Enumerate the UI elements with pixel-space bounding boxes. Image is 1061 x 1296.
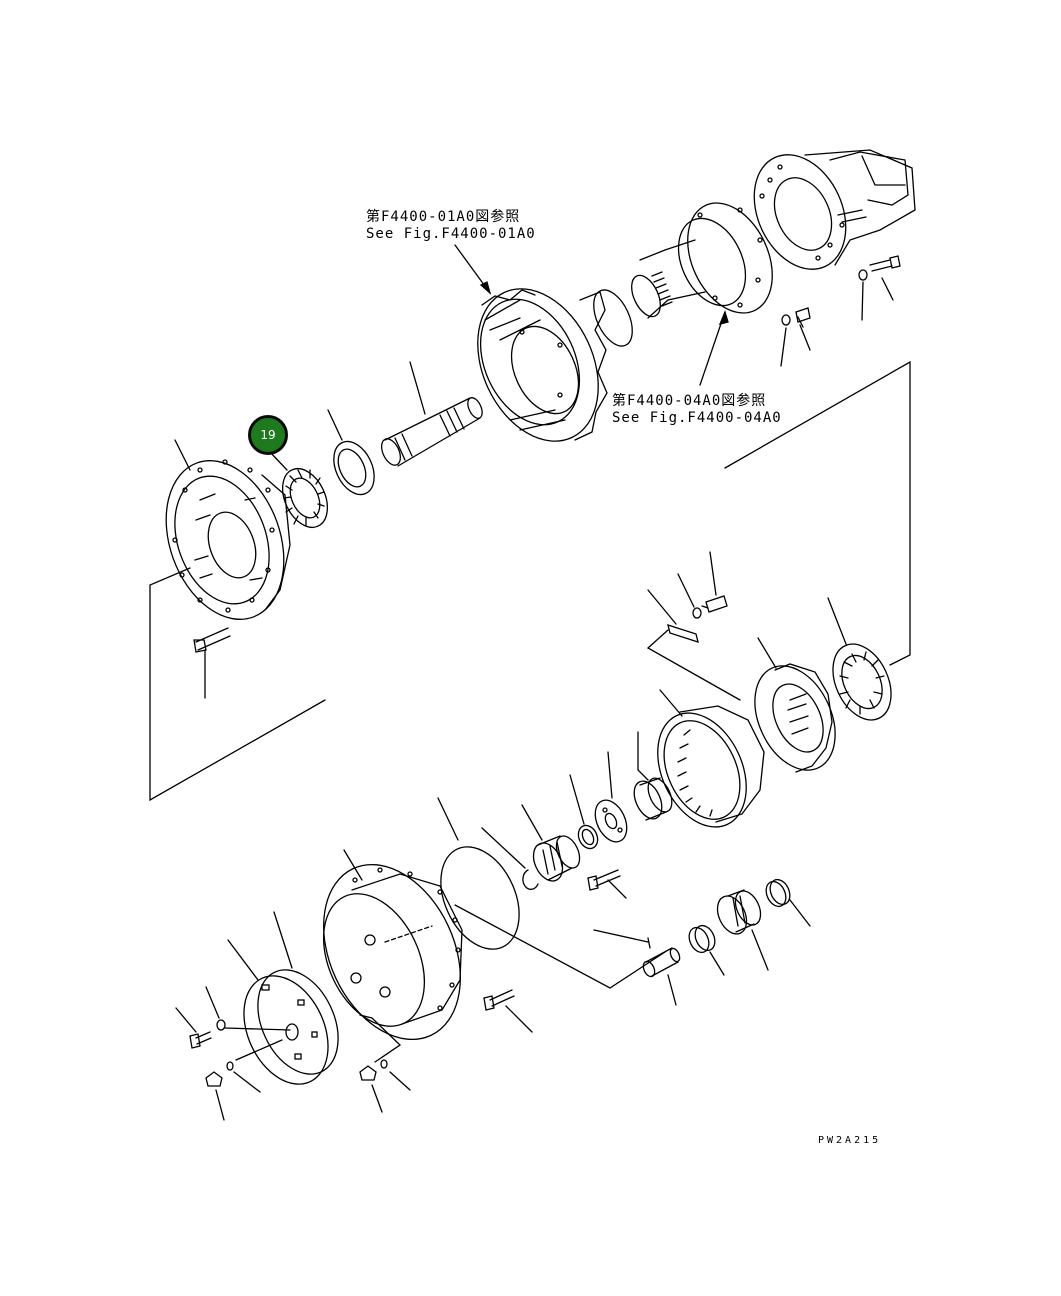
o-ring-lower-leader: [437, 797, 459, 841]
small-bolt-and-pin: [780, 307, 811, 367]
planet-pin: [593, 929, 681, 1006]
hub-stud-bolt: [193, 627, 231, 699]
reference-01a0-en: See Fig.F4400-01A0: [366, 226, 536, 242]
drive-shaft: [380, 361, 483, 467]
spindle-flange: [631, 202, 773, 319]
sun-gear-small: [633, 731, 673, 821]
thrust-bearing-lower: [765, 878, 811, 927]
reference-04a0: 第F4400-04A0図参照 See Fig.F4400-04A0: [612, 393, 782, 427]
frame-right: [724, 360, 911, 666]
thrust-washer: [594, 751, 628, 843]
assembly-frame-lower: [454, 904, 666, 989]
leader-04a0-arrow: [718, 310, 729, 325]
axle-housing: [753, 149, 916, 270]
drain-plug-right: [359, 1059, 411, 1113]
ring-gear: [657, 689, 765, 828]
planet-carrier-housing: [322, 849, 463, 1063]
cover-bolt: [175, 986, 291, 1049]
o-ring-large-upper: [593, 289, 633, 347]
reference-01a0: 第F4400-01A0図参照 See Fig.F4400-01A0: [366, 209, 536, 243]
ring-gear-hub: [754, 637, 836, 773]
hub-carrier: [477, 288, 608, 442]
bearing-item-19: [269, 451, 329, 528]
leader-01a0-arrow: [479, 281, 492, 295]
cover-plate: [227, 911, 339, 1085]
spacer-ring: [569, 774, 599, 850]
snap-ring: [481, 827, 539, 890]
frame-left: [149, 567, 326, 802]
planet-gear-lower: [716, 889, 769, 971]
reference-01a0-jp: 第F4400-01A0図参照: [366, 209, 521, 225]
wheel-hub-flange: [165, 439, 291, 620]
reference-04a0-jp: 第F4400-04A0図参照: [612, 393, 767, 409]
drain-plug-left: [205, 1039, 283, 1121]
part-callout-19[interactable]: 19: [248, 415, 288, 455]
drawing-code: PW2A215: [818, 1135, 882, 1146]
o-ring-large-lower: [440, 846, 520, 950]
oil-seal: [327, 409, 375, 496]
planet-gear: [521, 804, 581, 882]
needle-bearing-small: [688, 924, 725, 976]
bearing-right: [827, 597, 892, 721]
housing-bolt-and-washer: [858, 255, 901, 321]
reference-04a0-en: See Fig.F4400-04A0: [612, 410, 782, 426]
housing-bolt-lower: [483, 989, 533, 1033]
lock-plate-bolt: [646, 551, 741, 701]
carrier-screw: [587, 869, 627, 899]
